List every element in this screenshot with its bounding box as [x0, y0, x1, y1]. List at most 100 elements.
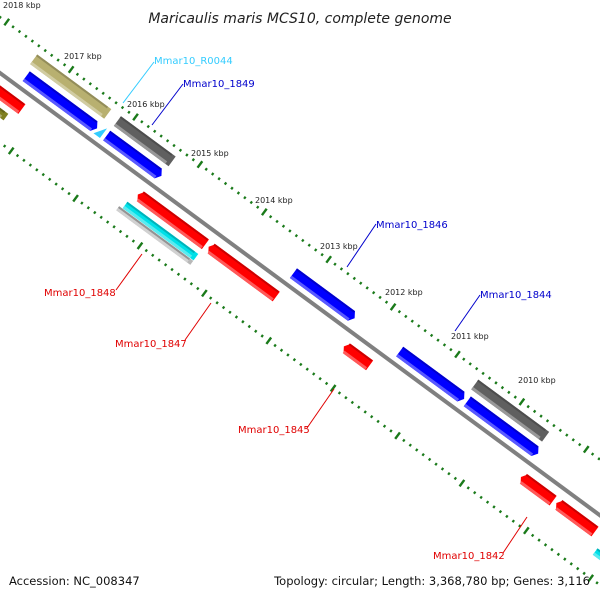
inner-minor-tick — [312, 372, 316, 376]
feature-bevel-dark — [213, 243, 279, 293]
inner-minor-tick — [54, 182, 58, 186]
feature-layer — [0, 54, 600, 572]
feature-bevel-dark — [109, 130, 162, 171]
feature-Mmar10_1847[interactable] — [205, 242, 280, 302]
gene-label-Mmar10_1847[interactable]: Mmar10_1847 — [115, 339, 187, 350]
inner-minor-tick — [595, 581, 599, 585]
inner-minor-tick — [215, 301, 219, 305]
outer-minor-tick — [256, 205, 260, 209]
inner-minor-tick — [324, 381, 329, 386]
leader-line-1844 — [454, 294, 481, 332]
feature-Mmar10_1849[interactable] — [103, 130, 165, 181]
inner-minor-tick — [209, 296, 213, 300]
feature-Mmar10_1846[interactable] — [289, 268, 358, 323]
outer-minor-tick — [11, 25, 15, 29]
outer-minor-tick — [500, 385, 505, 390]
outer-minor-tick — [88, 82, 92, 86]
feature-body — [396, 346, 465, 402]
inner-minor-tick — [421, 452, 425, 457]
feature-Mmar10_1842[interactable] — [553, 498, 599, 537]
feature-Mmar10_1845[interactable] — [340, 342, 374, 371]
outer-minor-tick — [217, 177, 221, 181]
feature-Mmar10_R0044[interactable] — [93, 124, 108, 138]
feature-bevel-light — [22, 78, 93, 131]
outer-minor-tick — [101, 91, 105, 95]
inner-major-tick — [522, 526, 530, 535]
inner-minor-tick — [434, 462, 438, 466]
feature-bevel-dark — [348, 343, 373, 362]
feature-grey-b[interactable] — [471, 379, 550, 442]
feature-body — [22, 71, 98, 131]
inner-minor-tick — [254, 329, 258, 333]
outer-minor-tick — [268, 215, 273, 219]
gene-label-Mmar10_1844[interactable]: Mmar10_1844 — [480, 290, 552, 301]
feature-Mmar10_1844[interactable] — [396, 346, 468, 404]
inner-minor-tick — [505, 514, 509, 519]
outer-minor-tick — [539, 414, 543, 418]
feature-olive-a[interactable] — [30, 54, 112, 119]
feature-bevel-light — [396, 353, 460, 402]
feature-lightgrey-a[interactable] — [116, 206, 194, 265]
gene-label-Mmar10_R0044[interactable]: Mmar10_R0044 — [154, 56, 233, 67]
inner-minor-tick — [35, 168, 39, 172]
tick-label-2011: 2011 kbp — [451, 332, 489, 341]
inner-minor-tick — [479, 495, 483, 500]
feature-grey-a[interactable] — [113, 116, 176, 167]
outer-minor-tick — [159, 134, 163, 138]
inner-minor-tick — [292, 358, 297, 362]
inner-minor-tick — [234, 315, 239, 319]
outer-minor-tick — [288, 229, 292, 233]
inner-minor-tick — [163, 263, 168, 267]
outer-minor-tick — [223, 181, 228, 186]
outer-minor-tick — [429, 333, 434, 338]
inner-minor-tick — [189, 282, 194, 286]
inner-minor-tick — [131, 239, 136, 243]
inner-minor-tick — [518, 524, 522, 528]
feature-Mmar10_1848[interactable] — [134, 190, 209, 250]
inner-minor-tick — [86, 206, 90, 210]
feature-blue-a[interactable] — [22, 71, 101, 133]
inner-minor-tick — [80, 201, 84, 205]
feature-red-1843[interactable] — [517, 472, 557, 506]
outer-major-tick — [132, 113, 139, 121]
feature-red-left[interactable] — [0, 69, 26, 114]
feature-bevel-dark — [126, 201, 196, 254]
feature-bevel-light — [555, 507, 593, 536]
feature-blue-b[interactable] — [463, 396, 542, 459]
inner-major-tick — [587, 574, 595, 583]
outer-minor-tick — [146, 124, 150, 129]
gene-label-Mmar10_1848[interactable]: Mmar10_1848 — [44, 288, 116, 299]
feature-bevel-light — [103, 137, 157, 179]
tick-label-2015: 2015 kbp — [191, 149, 229, 158]
feature-bevel-light — [116, 207, 189, 263]
outer-minor-tick — [107, 96, 112, 100]
outer-minor-tick — [352, 276, 356, 281]
gene-label-Mmar10_1842[interactable]: Mmar10_1842 — [433, 551, 505, 562]
feature-cyan-a[interactable] — [122, 201, 199, 261]
inner-major-tick — [201, 289, 208, 298]
inner-minor-tick — [286, 353, 290, 357]
outer-minor-tick — [294, 234, 299, 238]
feature-body — [471, 379, 550, 442]
feature-cyan-b[interactable] — [592, 548, 600, 572]
inner-minor-tick — [15, 153, 20, 158]
inner-minor-tick — [447, 471, 451, 476]
gene-label-Mmar10_1846[interactable]: Mmar10_1846 — [376, 220, 448, 231]
inner-minor-tick — [273, 343, 277, 348]
inner-major-tick — [7, 146, 15, 155]
outer-minor-tick — [24, 34, 28, 39]
gene-label-Mmar10_1849[interactable]: Mmar10_1849 — [183, 79, 255, 90]
feature-olive-left[interactable] — [0, 94, 9, 121]
gene-label-Mmar10_1845[interactable]: Mmar10_1845 — [238, 425, 310, 436]
inner-minor-tick — [582, 571, 586, 576]
outer-minor-tick — [307, 243, 311, 247]
inner-minor-tick — [550, 547, 554, 552]
outer-minor-tick — [17, 29, 22, 34]
inner-minor-tick — [453, 476, 458, 481]
outer-minor-tick — [56, 58, 60, 62]
outer-minor-tick — [191, 158, 195, 162]
inner-major-tick — [458, 479, 466, 488]
feature-bevel-light — [136, 198, 203, 249]
outer-minor-tick — [339, 267, 344, 271]
inner-minor-tick — [382, 424, 387, 428]
